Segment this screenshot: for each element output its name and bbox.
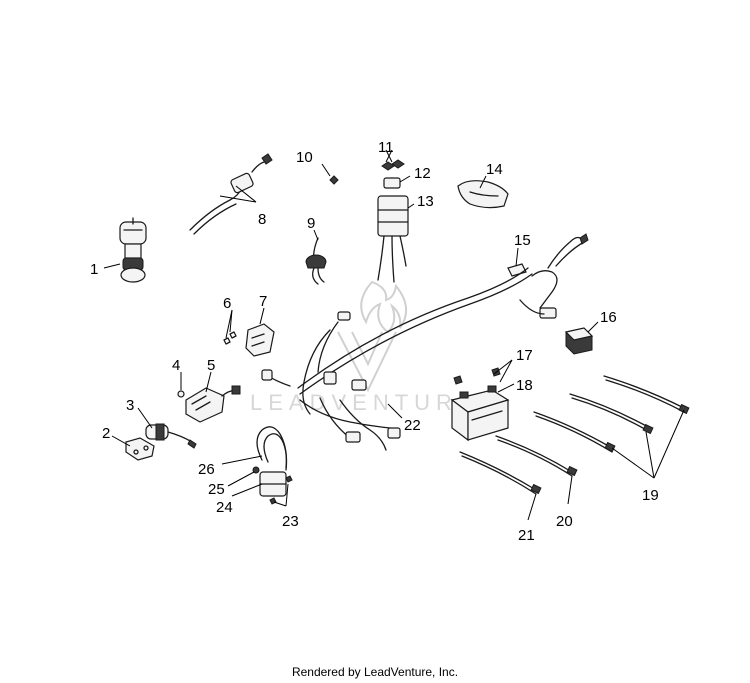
footer-credit: Rendered by LeadVenture, Inc. bbox=[291, 665, 459, 679]
cover-part bbox=[457, 180, 509, 209]
callout-labels: 1 2 3 4 5 6 7 8 9 10 11 12 13 14 15 16 1… bbox=[90, 139, 659, 544]
clips-part bbox=[223, 331, 237, 345]
callout-9: 9 bbox=[307, 215, 315, 232]
battery-part bbox=[450, 385, 510, 442]
ignition-coil-part bbox=[252, 426, 293, 505]
connector-part bbox=[507, 263, 527, 277]
callout-14: 14 bbox=[486, 161, 503, 178]
strap-20-part bbox=[495, 435, 578, 477]
callout-4: 4 bbox=[172, 357, 180, 374]
callout-15: 15 bbox=[514, 232, 531, 249]
callout-20: 20 bbox=[556, 513, 573, 530]
bulb-socket-part bbox=[305, 237, 327, 285]
callout-3: 3 bbox=[126, 397, 134, 414]
callout-11: 11 bbox=[378, 139, 394, 156]
battery-terminal-part bbox=[453, 367, 501, 385]
callout-18: 18 bbox=[516, 377, 533, 394]
relay-box-part bbox=[564, 327, 594, 355]
callout-26: 26 bbox=[198, 461, 215, 478]
callout-7: 7 bbox=[259, 293, 267, 310]
callout-19: 19 bbox=[642, 487, 659, 504]
callout-24: 24 bbox=[216, 499, 233, 516]
watermark-logo: LEADVENTURE bbox=[250, 280, 479, 415]
ignition-switch-part bbox=[119, 217, 147, 283]
switch-assembly-part bbox=[145, 423, 197, 449]
pin-part bbox=[329, 175, 339, 185]
strap-part bbox=[533, 375, 690, 453]
callout-25: 25 bbox=[208, 481, 225, 498]
strap-21-part bbox=[459, 451, 542, 495]
callout-13: 13 bbox=[417, 193, 434, 210]
bracket-part bbox=[125, 437, 155, 461]
callout-16: 16 bbox=[600, 309, 617, 326]
callout-17: 17 bbox=[516, 347, 533, 364]
callout-2: 2 bbox=[102, 425, 110, 442]
callout-21: 21 bbox=[518, 527, 535, 544]
relay-bracket-part bbox=[177, 385, 241, 423]
callout-23: 23 bbox=[282, 513, 299, 530]
regulator-part bbox=[377, 195, 409, 283]
sensor-module-part bbox=[245, 323, 275, 357]
callout-8: 8 bbox=[258, 211, 266, 228]
callout-1: 1 bbox=[90, 261, 98, 278]
callout-12: 12 bbox=[414, 165, 431, 182]
leader-lines bbox=[103, 149, 685, 521]
watermark-text: LEADVENTURE bbox=[250, 390, 479, 415]
callout-22: 22 bbox=[404, 417, 421, 434]
wire-connector-part bbox=[189, 153, 273, 235]
callout-5: 5 bbox=[207, 357, 215, 374]
callout-6: 6 bbox=[223, 295, 231, 312]
callout-10: 10 bbox=[296, 149, 313, 166]
main-wire-harness-part bbox=[261, 233, 589, 451]
fuse-part bbox=[381, 159, 405, 171]
fuse-holder-part bbox=[383, 177, 401, 189]
